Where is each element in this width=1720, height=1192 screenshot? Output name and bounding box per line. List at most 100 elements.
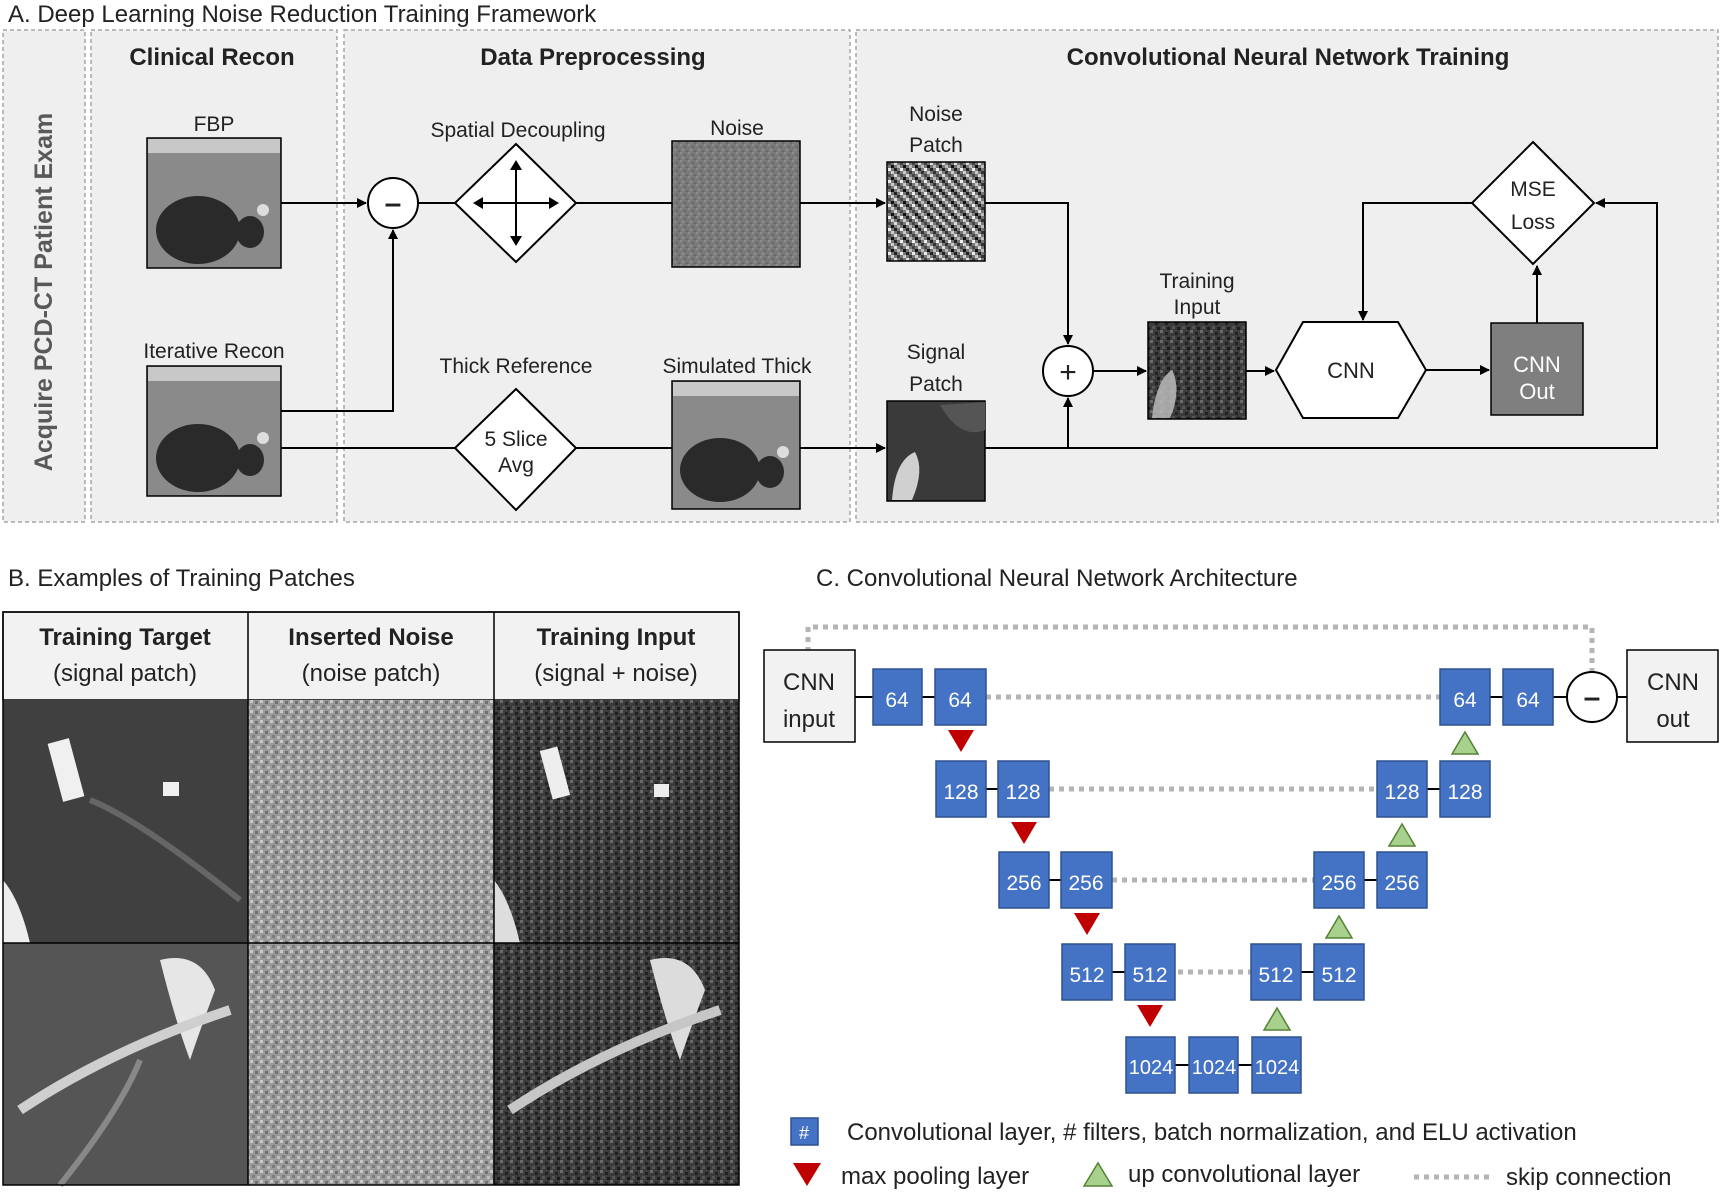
- side-label: Acquire PCD-CT Patient Exam: [30, 113, 58, 471]
- upconv-2: [1324, 914, 1354, 939]
- conv-block-d4a: [1250, 943, 1302, 1001]
- cnn-output-line2: out: [1656, 706, 1690, 733]
- label-signal-patch-1: Signal: [907, 341, 965, 364]
- conv-label: 1024: [1192, 1057, 1237, 1079]
- pool-1: [948, 730, 974, 752]
- slice-avg-line1: 5 Slice: [484, 428, 547, 451]
- label-iterative-recon: Iterative Recon: [143, 340, 284, 363]
- conv-label: 256: [1384, 872, 1419, 895]
- unet-layers: 64 64 128 128 256 256 512 512 1024 1024 …: [872, 668, 1554, 1094]
- section-title-cnn: Convolutional Neural Network Training: [1067, 44, 1510, 71]
- conv-block-e2a: [935, 760, 987, 818]
- legend-upconv-text: up convolutional layer: [1128, 1161, 1360, 1188]
- residual-subtract-symbol: –: [1584, 681, 1601, 714]
- conv-label: 128: [1447, 781, 1482, 804]
- mse-line1: MSE: [1510, 178, 1556, 201]
- legend-pool-marker: [793, 1163, 821, 1186]
- side-panel: [2, 29, 86, 523]
- mse-line2: Loss: [1511, 211, 1555, 234]
- col-head-input: Training Input: [537, 624, 696, 651]
- legend-pool-text: max pooling layer: [841, 1163, 1029, 1190]
- cnn-out-line2: Out: [1519, 379, 1554, 404]
- conv-block-d2a: [1376, 760, 1428, 818]
- panel-c-title: C. Convolutional Neural Network Architec…: [816, 565, 1298, 592]
- col-sub-target: (signal patch): [53, 660, 197, 687]
- conv-block-e4a: [1061, 943, 1113, 1001]
- conv-label: 1024: [1129, 1057, 1174, 1079]
- upconv-4: [1450, 730, 1480, 755]
- slice-average-diamond: [453, 387, 578, 512]
- conv-label: 256: [1321, 872, 1356, 895]
- legend-skip-text: skip connection: [1506, 1164, 1671, 1191]
- conv-block-d1a: [1439, 668, 1491, 726]
- conv-block-d3b: [1376, 851, 1428, 909]
- legend: # Convolutional layer, # filters, batch …: [790, 1117, 1671, 1191]
- conv-block-e3b: [1060, 851, 1113, 909]
- conv-label: 512: [1321, 964, 1356, 987]
- legend-conv-swatch: [790, 1117, 819, 1146]
- patch-target-2: [3, 943, 248, 1187]
- conv-block-e1b: [934, 668, 987, 726]
- up-conv-markers: [1262, 730, 1480, 1031]
- upconv-3: [1387, 822, 1417, 847]
- conv-block-e4b: [1124, 943, 1176, 1001]
- pool-3: [1074, 913, 1100, 935]
- four-way-arrow-icon: [473, 160, 559, 246]
- col-sub-noise: (noise patch): [302, 660, 441, 687]
- slice-avg-line2: Avg: [498, 454, 534, 477]
- patch-table-header: [2, 611, 740, 701]
- iterative-recon-image: [146, 365, 282, 497]
- conv-label: 256: [1006, 872, 1041, 895]
- conv-block-d1b: [1502, 668, 1554, 726]
- patch-input-1: [494, 700, 739, 943]
- training-input-image: [1147, 321, 1247, 420]
- fbp-image: [146, 137, 282, 269]
- label-thick-reference: Thick Reference: [440, 355, 593, 378]
- conv-label: 512: [1132, 964, 1167, 987]
- cnn-output-line1: CNN: [1647, 669, 1699, 696]
- patch-noise-1: [248, 700, 494, 943]
- conv-label: 64: [1453, 689, 1477, 712]
- pool-2: [1011, 822, 1037, 844]
- label-training-input-1: Training: [1159, 270, 1234, 293]
- patch-target-1: [3, 700, 248, 943]
- patch-input-2: [494, 943, 739, 1185]
- conv-block-b2: [1188, 1036, 1239, 1094]
- panel-a-title: A. Deep Learning Noise Reduction Trainin…: [8, 1, 597, 28]
- simulated-thick-image: [671, 380, 801, 510]
- cnn-training-section: [855, 29, 1719, 523]
- label-simulated-thick: Simulated Thick: [662, 355, 812, 378]
- conv-block-d3a: [1313, 851, 1365, 909]
- noise-image: [671, 140, 801, 268]
- patch-noise-2: [248, 943, 494, 1185]
- cnn-label: CNN: [1327, 358, 1375, 383]
- add-symbol: +: [1059, 356, 1077, 389]
- cnn-out-box: [1490, 322, 1584, 416]
- conv-label: 1024: [1255, 1057, 1300, 1079]
- label-spatial-decoupling: Spatial Decoupling: [430, 119, 605, 142]
- col-head-target: Training Target: [39, 624, 211, 651]
- conv-block-b1: [1125, 1036, 1176, 1094]
- mse-loss-diamond: [1470, 140, 1596, 266]
- conv-label: 128: [943, 781, 978, 804]
- panel-a-connectors: [281, 198, 1658, 453]
- panel-b-title: B. Examples of Training Patches: [8, 565, 355, 592]
- upconv-1: [1262, 1006, 1292, 1031]
- skip-connections: [805, 624, 1595, 975]
- section-title-clinical: Clinical Recon: [129, 44, 294, 71]
- cnn-out-line1: CNN: [1513, 352, 1561, 377]
- legend-upconv-marker: [1082, 1161, 1114, 1187]
- cnn-output-box: [1626, 649, 1719, 743]
- signal-patch-image: [886, 400, 986, 502]
- label-noise: Noise: [710, 117, 764, 140]
- col-sub-input: (signal + noise): [534, 660, 697, 687]
- conv-block-e1a: [872, 668, 923, 726]
- conv-label: 64: [885, 689, 909, 712]
- cnn-input-line2: input: [783, 706, 835, 733]
- conv-label: 512: [1258, 964, 1293, 987]
- conv-block-d2b: [1439, 760, 1491, 818]
- conv-label: 64: [1516, 689, 1540, 712]
- cnn-hexagon: [1274, 321, 1428, 419]
- pool-4: [1137, 1005, 1163, 1027]
